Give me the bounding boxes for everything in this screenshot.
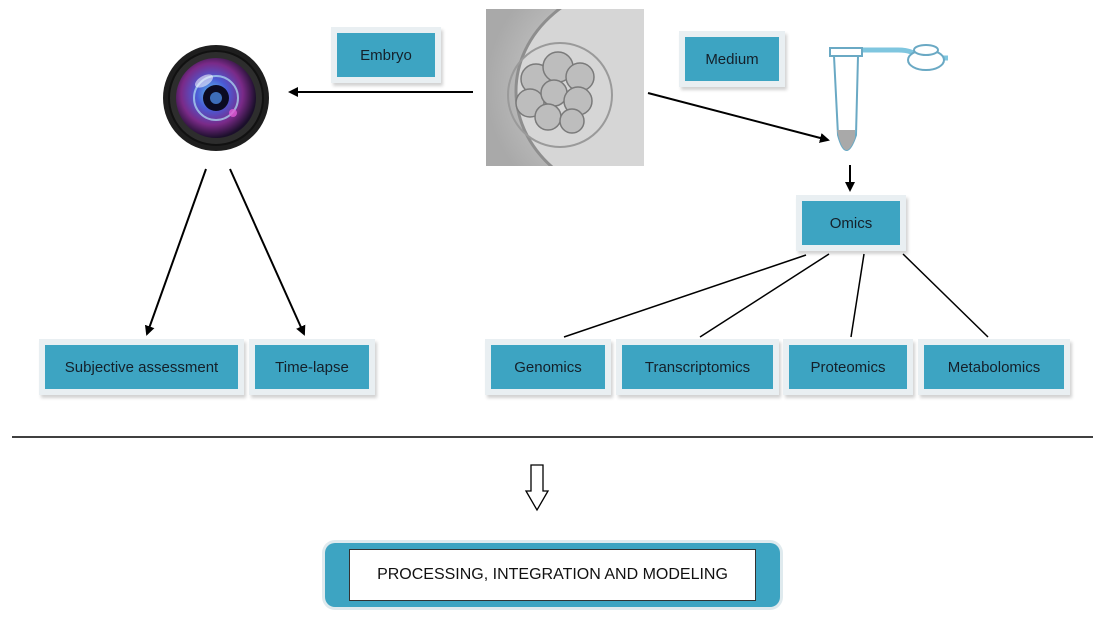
omics-label: Omics xyxy=(802,201,900,245)
hollow-down-arrow-icon xyxy=(524,464,550,512)
omics-box: Omics xyxy=(796,195,906,251)
proteomics-label: Proteomics xyxy=(789,345,907,389)
processing-integration-modeling-box: PROCESSING, INTEGRATION AND MODELING xyxy=(325,543,780,607)
line-omics-metabolomics xyxy=(902,253,989,338)
medium-box: Medium xyxy=(679,31,785,87)
camera-lens-icon xyxy=(163,45,269,151)
embryo-box: Embryo xyxy=(331,27,441,83)
medium-label: Medium xyxy=(685,37,779,81)
embryo-micrograph xyxy=(486,9,644,166)
time-lapse-box: Time-lapse xyxy=(249,339,375,395)
line-omics-proteomics xyxy=(850,253,865,338)
arrow-camera-to-timelapse xyxy=(229,168,306,336)
subjective-assessment-label: Subjective assessment xyxy=(45,345,238,389)
processing-integration-modeling-label: PROCESSING, INTEGRATION AND MODELING xyxy=(349,549,756,601)
subjective-assessment-box: Subjective assessment xyxy=(39,339,244,395)
line-omics-genomics xyxy=(563,254,807,338)
genomics-label: Genomics xyxy=(491,345,605,389)
metabolomics-label: Metabolomics xyxy=(924,345,1064,389)
time-lapse-label: Time-lapse xyxy=(255,345,369,389)
genomics-box: Genomics xyxy=(485,339,611,395)
line-omics-transcriptomics xyxy=(699,253,830,338)
metabolomics-box: Metabolomics xyxy=(918,339,1070,395)
microcentrifuge-tube-icon xyxy=(829,44,948,151)
proteomics-box: Proteomics xyxy=(783,339,913,395)
transcriptomics-label: Transcriptomics xyxy=(622,345,773,389)
transcriptomics-box: Transcriptomics xyxy=(616,339,779,395)
arrow-embryo-to-tube xyxy=(647,92,830,143)
embryo-label: Embryo xyxy=(337,33,435,77)
arrow-camera-to-subjective xyxy=(144,168,207,336)
